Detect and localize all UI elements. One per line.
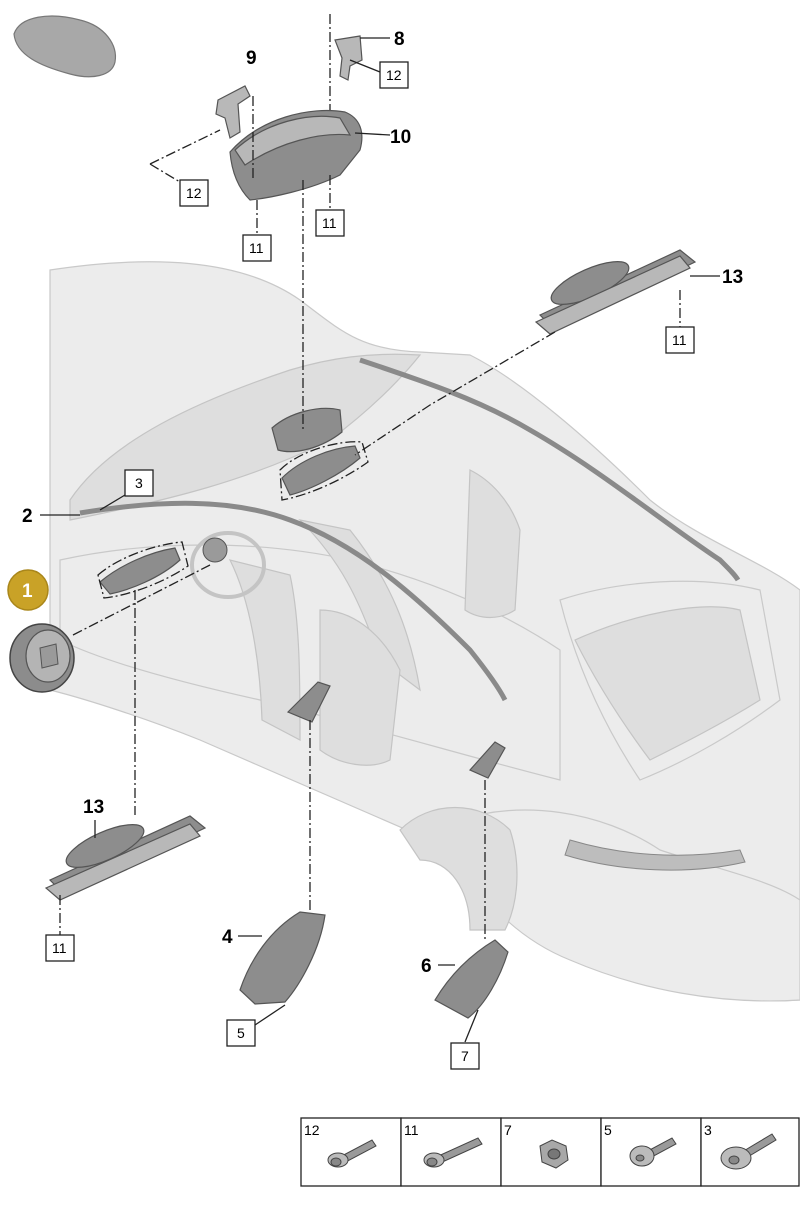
bracket-part-9	[215, 85, 251, 139]
ref-11-b: 11	[249, 240, 264, 256]
pan-head-screw-icon	[720, 1133, 777, 1170]
callout-10: 10	[390, 127, 411, 148]
driver-airbag-part-1	[9, 623, 75, 693]
callout-1[interactable]: 1	[22, 581, 33, 602]
car-body	[49, 261, 800, 1002]
ref-3: 3	[135, 475, 143, 491]
hex-nut-icon	[539, 1139, 569, 1169]
ref-11-a: 11	[322, 215, 337, 231]
callout-8: 8	[394, 29, 405, 50]
torx-screw-icon	[629, 1137, 677, 1167]
callout-leaders	[40, 37, 720, 1043]
legend-num-3: 5	[604, 1122, 612, 1138]
leader-lines	[59, 14, 681, 940]
bracket-part-8	[334, 35, 363, 81]
callout-2: 2	[22, 506, 33, 527]
cover-part-icon	[13, 15, 117, 78]
side-airbag-part-4	[239, 911, 326, 1005]
flange-bolt-long-icon	[423, 1137, 483, 1168]
ref-5: 5	[237, 1025, 245, 1041]
fastener-legend: 12 11 7 5 3	[300, 1117, 800, 1187]
callout-13-right: 13	[722, 267, 743, 288]
ref-7: 7	[461, 1048, 469, 1064]
knee-airbag-installed-right	[281, 445, 361, 496]
legend-num-2: 7	[504, 1122, 512, 1138]
side-airbag-installed-front	[286, 681, 331, 723]
callout-6: 6	[421, 956, 432, 977]
callout-4: 4	[222, 927, 233, 948]
ref-11-d: 11	[52, 940, 67, 956]
side-airbag-installed-rear	[469, 741, 506, 779]
side-airbag-part-6	[434, 939, 509, 1019]
ref-12-left: 12	[186, 185, 202, 201]
knee-airbag-part-13-right	[534, 249, 697, 335]
callout-9: 9	[246, 48, 257, 69]
legend-num-0: 12	[304, 1122, 320, 1138]
boxed-refs: 12 12 11 11 11 3 11 5 7	[45, 61, 695, 1070]
ref-12-top: 12	[386, 67, 402, 83]
flange-bolt-short-icon	[327, 1139, 377, 1168]
knee-airbag-installed-left	[99, 547, 181, 595]
ref-11-c: 11	[672, 332, 687, 348]
legend-num-4: 3	[704, 1122, 712, 1138]
passenger-airbag-installed	[271, 407, 343, 453]
callout-13-left: 13	[83, 797, 104, 818]
highlight-marker[interactable]	[7, 569, 49, 611]
legend-num-1: 11	[404, 1122, 419, 1138]
knee-airbag-part-13-left	[44, 815, 207, 901]
passenger-airbag-part-10	[229, 109, 363, 201]
